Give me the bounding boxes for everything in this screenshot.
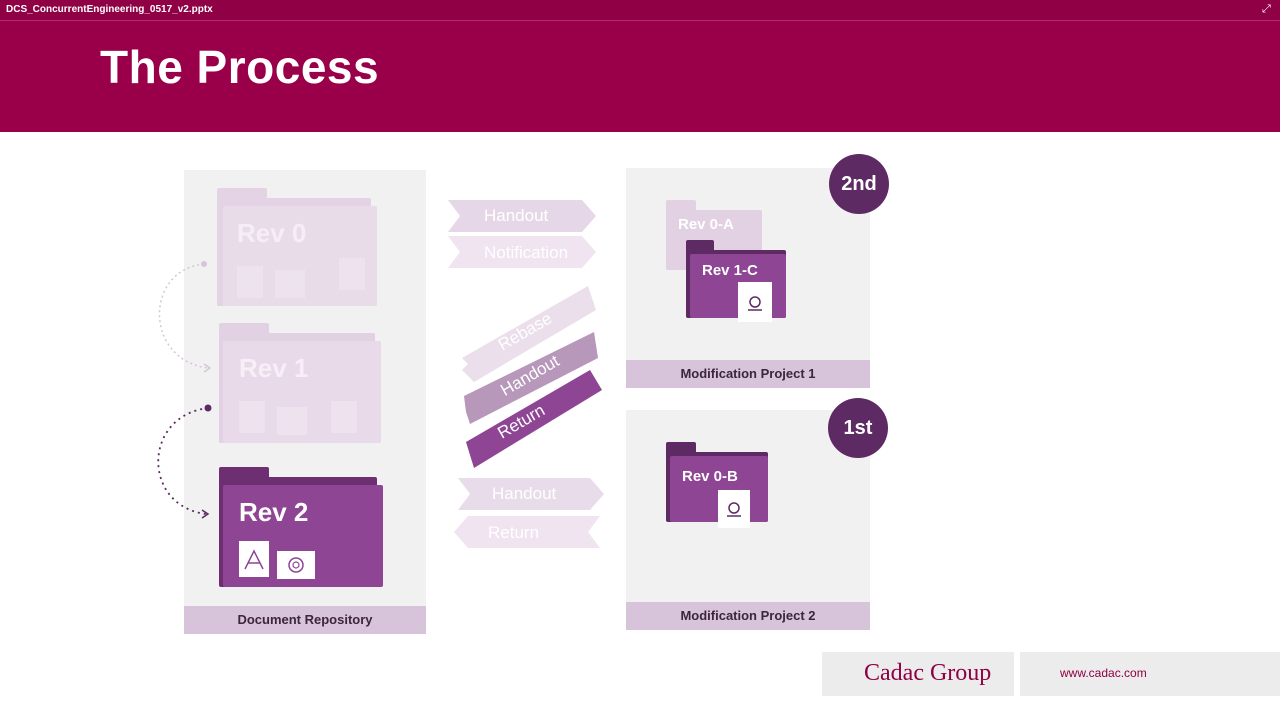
drawing-icon: [331, 401, 357, 433]
arrow-handout-bottom: Handout: [492, 484, 557, 503]
slide-title: The Process: [100, 41, 380, 93]
document-repository-label: Document Repository: [184, 606, 426, 634]
arrow-notification: Notification: [484, 243, 569, 262]
folder-rev-1: Rev 1: [219, 323, 381, 443]
folder-rev-1c-label: Rev 1-C: [702, 262, 758, 279]
gear-icon: [277, 551, 315, 579]
folder-rev-0b: Rev 0-B: [666, 442, 768, 528]
slide: The Process Rev 0 Rev 1 R: [0, 20, 1280, 720]
modification-project-2-panel: Rev 0-B Modification Project 2: [626, 410, 870, 630]
gear-icon: [277, 407, 307, 435]
header-divider: [0, 20, 1280, 21]
cadac-logo: Cadac Group: [864, 660, 992, 686]
folder-rev-0a-label: Rev 0-A: [678, 216, 734, 233]
drawing-icon: [718, 490, 750, 528]
modification-project-1-label: Modification Project 1: [626, 360, 870, 388]
window-title: DCS_ConcurrentEngineering_0517_v2.pptx: [6, 4, 213, 15]
footer-logo-box: Cadac Group: [822, 652, 1014, 696]
footer-url-box: www.cadac.com: [1020, 652, 1280, 696]
fullscreen-icon[interactable]: ⤢: [1262, 3, 1271, 15]
badge-2nd: 2nd: [829, 154, 889, 214]
revision-flow-arrows: [157, 261, 212, 519]
modification-project-2-label: Modification Project 2: [626, 602, 870, 630]
footer-url[interactable]: www.cadac.com: [1060, 666, 1147, 680]
drawing-icon: [738, 282, 772, 322]
process-arrows: [448, 200, 604, 548]
share-icon: [339, 258, 365, 290]
window-title-bar: DCS_ConcurrentEngineering_0517_v2.pptx ⤢: [0, 0, 1280, 20]
folder-rev-2-label: Rev 2: [239, 497, 309, 527]
badge-1st: 1st: [828, 398, 888, 458]
modification-project-1-panel: Rev 0-A Rev 1-C Modification Project 1: [626, 168, 870, 388]
folder-rev-1c: Rev 1-C: [686, 240, 786, 322]
arrow-handout-top: Handout: [484, 206, 549, 225]
folder-rev-2: Rev 2: [219, 467, 383, 587]
folder-rev-0b-label: Rev 0-B: [682, 468, 738, 485]
pdf-icon: [239, 541, 269, 577]
gear-icon: [275, 270, 305, 298]
pdf-icon: [239, 401, 265, 433]
slide-header: The Process: [0, 20, 1280, 132]
folder-rev-0: Rev 0: [217, 188, 379, 306]
document-repository-panel: Rev 0 Rev 1 Rev 2: [157, 170, 426, 634]
pdf-icon: [237, 266, 263, 298]
folder-rev-1-label: Rev 1: [239, 353, 309, 383]
arrow-return-bottom: Return: [488, 523, 540, 542]
folder-rev-0-label: Rev 0: [237, 218, 307, 248]
